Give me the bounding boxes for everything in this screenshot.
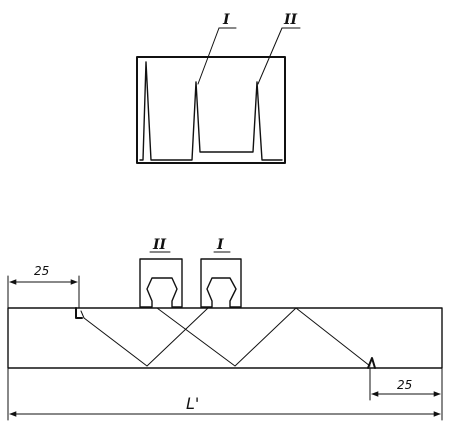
dimension-total-length: L' xyxy=(7,367,443,421)
probe-left-body xyxy=(139,258,183,308)
screen-frame xyxy=(136,56,286,164)
echo-trace xyxy=(139,61,283,161)
echo-leader-first xyxy=(197,27,220,85)
echo-label-second: II xyxy=(283,12,298,28)
probe-left-label: II xyxy=(152,237,167,253)
beam-path-left xyxy=(83,307,209,367)
dim-right-value: 25 xyxy=(397,378,412,392)
dimension-right-offset: 25 xyxy=(369,367,443,401)
echo-leader-second xyxy=(257,27,283,85)
probe-right: I xyxy=(200,237,242,308)
test-block xyxy=(7,307,443,369)
oscilloscope-screen: I II xyxy=(136,12,301,164)
echo-label-first: I xyxy=(222,12,230,28)
beam-path-middle xyxy=(156,307,371,367)
dim-left-value: 25 xyxy=(34,264,49,278)
probe-left: II xyxy=(139,237,183,308)
reflector-notch-left xyxy=(75,307,83,319)
block-outline xyxy=(7,307,443,369)
beam-tip-left xyxy=(80,310,85,319)
dim-total-value: L' xyxy=(186,394,199,413)
reflector-notch-right xyxy=(367,357,376,369)
probe-right-body xyxy=(200,258,242,308)
dimension-left-offset: 25 xyxy=(7,264,80,309)
probe-right-label: I xyxy=(216,237,224,253)
